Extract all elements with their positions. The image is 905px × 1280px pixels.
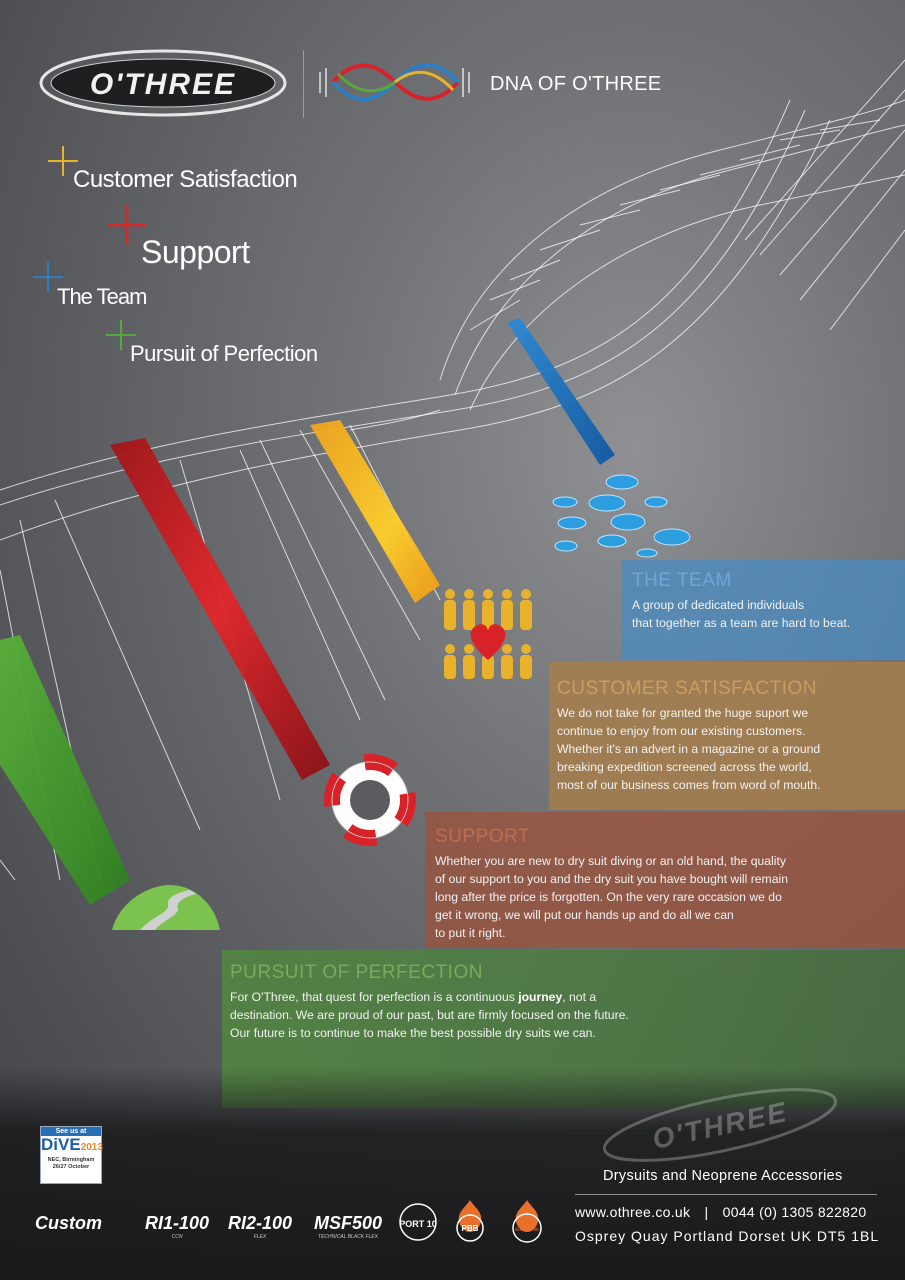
othree-logo: O'THREE: [39, 49, 287, 117]
panel-text-emphasis: journey: [518, 990, 563, 1004]
brand-name: RI2-100: [228, 1213, 293, 1233]
brand-msf500: MSF500 TECHNICAL BLACK FLEX: [314, 1213, 382, 1240]
contact-line: www.othree.co.uk | 0044 (0) 1305 822820: [575, 1204, 866, 1220]
panel-text: We do not take for granted the huge supo…: [557, 706, 821, 792]
panel-customer-satisfaction: CUSTOMER SATISFACTION We do not take for…: [549, 662, 905, 810]
value-the-team: The Team: [57, 284, 147, 309]
footer-othree-logo: O'THREE: [602, 1088, 838, 1162]
value-pursuit-of-perfection: Pursuit of Perfection: [130, 341, 318, 366]
tagline-divider: [575, 1194, 877, 1195]
plus-icon-pursuit-of-perfection: [106, 320, 136, 350]
brand-sub: FLEX: [253, 1234, 267, 1240]
brand-name: Custom: [35, 1213, 102, 1233]
header-divider: [303, 50, 304, 118]
dna-logo-icon: [319, 63, 470, 102]
panel-title: CUSTOMER SATISFACTION: [557, 678, 817, 699]
plus-icon-support: [107, 205, 147, 245]
panel-support: SUPPORT Whether you are new to dry suit …: [425, 812, 905, 948]
phone-number: 0044 (0) 1305 822820: [722, 1204, 867, 1220]
value-customer-satisfaction: Customer Satisfaction: [73, 166, 298, 193]
panel-title: PURSUIT OF PERFECTION: [230, 962, 483, 983]
brand-ri2-100: RI2-100 FLEX: [228, 1213, 292, 1240]
website-link[interactable]: www.othree.co.uk: [575, 1204, 691, 1220]
panel-the-team: THE TEAM A group of dedicated individual…: [622, 560, 905, 660]
brand-ri1-100: RI1-100 CCN: [145, 1213, 209, 1240]
brand-pbb-icon: PBB: [456, 1200, 484, 1242]
brand-name: PORT 10: [399, 1219, 437, 1229]
footer-logo-wordmark: O'THREE: [650, 1096, 791, 1155]
panel-text: For O'Three, that quest for perfection i…: [230, 988, 897, 1042]
brand-name: PBB: [462, 1224, 479, 1233]
contact-separator: |: [704, 1204, 709, 1220]
badge-line-1: NEC, Birmingham: [47, 1157, 95, 1163]
logo-wordmark: O'THREE: [90, 68, 236, 101]
badge-title: DiVE2013: [41, 1135, 103, 1157]
brand-extreme-icon: extreme: [512, 1200, 542, 1243]
panel-text-part: For O'Three, that quest for perfection i…: [230, 990, 519, 1004]
panel-text-part: , not a destination. We are proud of our…: [230, 990, 629, 1040]
plus-icon-customer-satisfaction: [48, 146, 78, 176]
brand-port10-icon: PORT 10: [399, 1203, 437, 1241]
tagline: Drysuits and Neoprene Accessories: [603, 1168, 843, 1184]
address: Osprey Quay Portland Dorset UK DT5 1BL: [575, 1228, 880, 1244]
dive-show-badge: See us at DiVE2013 NEC, Birmingham 26/27…: [40, 1126, 103, 1184]
footer: [0, 1068, 905, 1280]
brand-name: extreme: [515, 1226, 539, 1233]
badge-top: See us at: [41, 1127, 101, 1136]
panel-title: THE TEAM: [632, 570, 732, 591]
panel-title: SUPPORT: [435, 826, 531, 847]
brand-custom: Custom: [35, 1213, 102, 1234]
brand-name: RI1-100: [145, 1213, 210, 1233]
brand-name: MSF500: [314, 1213, 383, 1233]
panel-text: A group of dedicated individuals that to…: [632, 598, 851, 630]
plus-icon-the-team: [33, 262, 63, 292]
brand-sub: CCN: [171, 1234, 183, 1240]
panel-text: Whether you are new to dry suit diving o…: [435, 854, 788, 940]
badge-title-main: DiVE: [41, 1135, 81, 1154]
badge-year: 2013: [80, 1142, 103, 1153]
badge-line-2: 26/27 October: [52, 1164, 90, 1170]
dna-title: DNA OF O'THREE: [490, 73, 662, 95]
brand-sub: TECHNICAL BLACK FLEX: [318, 1234, 378, 1240]
value-support: Support: [141, 234, 250, 270]
